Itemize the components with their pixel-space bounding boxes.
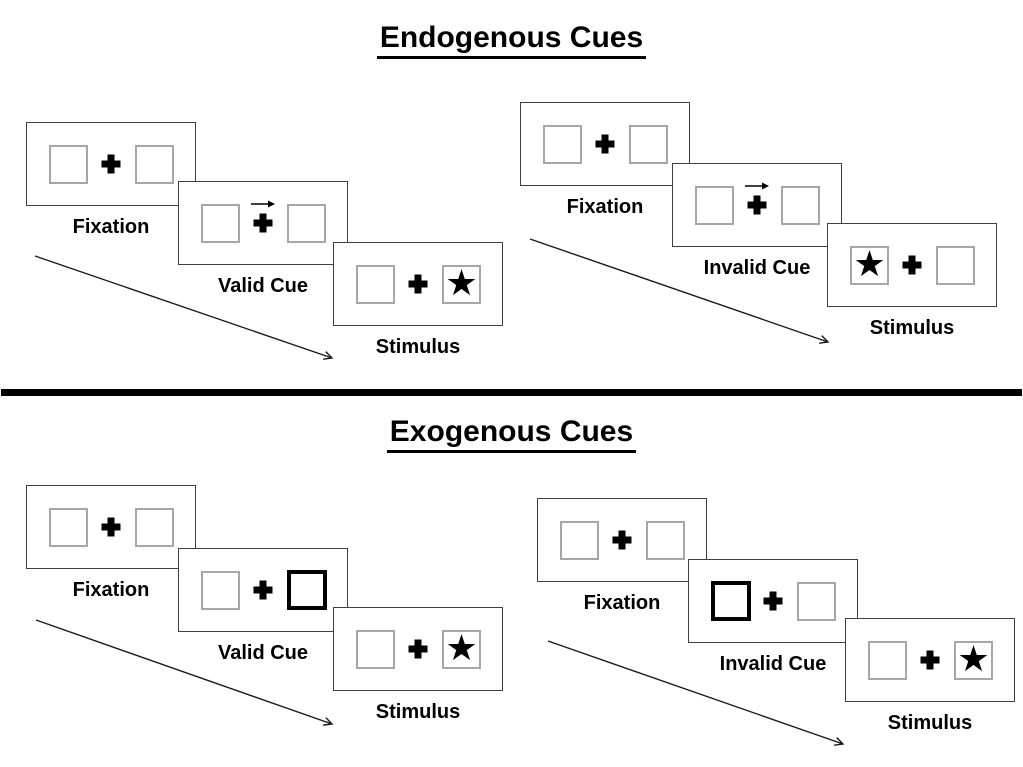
star-stimulus-icon: ★ (445, 627, 478, 669)
frame-label: Fixation (72, 579, 150, 601)
left-target-box (201, 571, 240, 610)
left-target-box (49, 508, 88, 547)
left-target-box-highlighted-cue (711, 581, 751, 621)
left-target-box (201, 204, 240, 243)
endogenous-invalid-cue-panel (672, 163, 842, 247)
frame-label: Stimulus (887, 712, 973, 734)
fixation-cross-icon (612, 530, 632, 550)
right-target-box (629, 125, 668, 164)
fixation-cross-icon (253, 580, 273, 600)
left-target-box (49, 145, 88, 184)
right-target-box-highlighted-cue (287, 570, 327, 610)
star-stimulus-icon: ★ (957, 638, 990, 680)
fixation-cross-icon (101, 517, 121, 537)
fixation-cross-icon (920, 650, 940, 670)
exogenous-valid-fixation-panel (26, 485, 196, 569)
right-target-box: ★ (954, 641, 993, 680)
fixation-cross-icon (902, 255, 922, 275)
fixation-cross-icon (747, 195, 767, 215)
left-target-box: ★ (850, 246, 889, 285)
left-target-box (356, 265, 395, 304)
frame-label: Valid Cue (217, 642, 309, 664)
left-target-box (356, 630, 395, 669)
cue-direction-arrow-icon (745, 182, 769, 190)
section-title-endogenous: Endogenous Cues (0, 20, 1023, 59)
frame-label: Valid Cue (217, 275, 309, 297)
section-title-exogenous: Exogenous Cues (0, 414, 1023, 453)
right-target-box (287, 204, 326, 243)
fixation-cross-icon (101, 154, 121, 174)
fixation-cross-icon (253, 213, 273, 233)
frame-label: Fixation (583, 592, 661, 614)
star-stimulus-icon: ★ (445, 262, 478, 304)
right-target-box (135, 508, 174, 547)
right-target-box (135, 145, 174, 184)
cue-direction-arrow-icon (251, 200, 275, 208)
frame-label: Fixation (566, 196, 644, 218)
exogenous-invalid-cue-panel (688, 559, 858, 643)
right-target-box (797, 582, 836, 621)
timeline-arrow-endogenous-valid (34, 255, 334, 360)
section-title-endogenous-text: Endogenous Cues (376, 20, 647, 59)
endogenous-valid-fixation-panel (26, 122, 196, 206)
fixation-cross-icon (408, 274, 428, 294)
right-target-box (781, 186, 820, 225)
left-target-box (868, 641, 907, 680)
endogenous-valid-stimulus-panel: ★ (333, 242, 503, 326)
exogenous-valid-cue-panel (178, 548, 348, 632)
right-target-box (646, 521, 685, 560)
endogenous-valid-cue-panel (178, 181, 348, 265)
left-target-box (695, 186, 734, 225)
section-divider (1, 389, 1022, 396)
frame-label: Invalid Cue (703, 257, 811, 279)
timeline-arrow-endogenous-invalid (529, 238, 830, 344)
frame-label: Invalid Cue (719, 653, 827, 675)
exogenous-valid-stimulus-panel: ★ (333, 607, 503, 691)
frame-label: Stimulus (869, 317, 955, 339)
star-stimulus-icon: ★ (853, 243, 886, 285)
frame-label: Stimulus (375, 701, 461, 723)
timeline-arrow-exogenous-valid (35, 619, 334, 726)
fixation-cross-icon (408, 639, 428, 659)
section-title-exogenous-text: Exogenous Cues (386, 414, 637, 453)
endogenous-invalid-fixation-panel (520, 102, 690, 186)
exogenous-invalid-fixation-panel (537, 498, 707, 582)
right-target-box: ★ (442, 630, 481, 669)
fixation-cross-icon (595, 134, 615, 154)
frame-label: Fixation (72, 216, 150, 238)
left-target-box (560, 521, 599, 560)
frame-label: Stimulus (375, 336, 461, 358)
left-target-box (543, 125, 582, 164)
fixation-cross-icon (763, 591, 783, 611)
endogenous-invalid-stimulus-panel: ★ (827, 223, 997, 307)
exogenous-invalid-stimulus-panel: ★ (845, 618, 1015, 702)
right-target-box: ★ (442, 265, 481, 304)
right-target-box (936, 246, 975, 285)
